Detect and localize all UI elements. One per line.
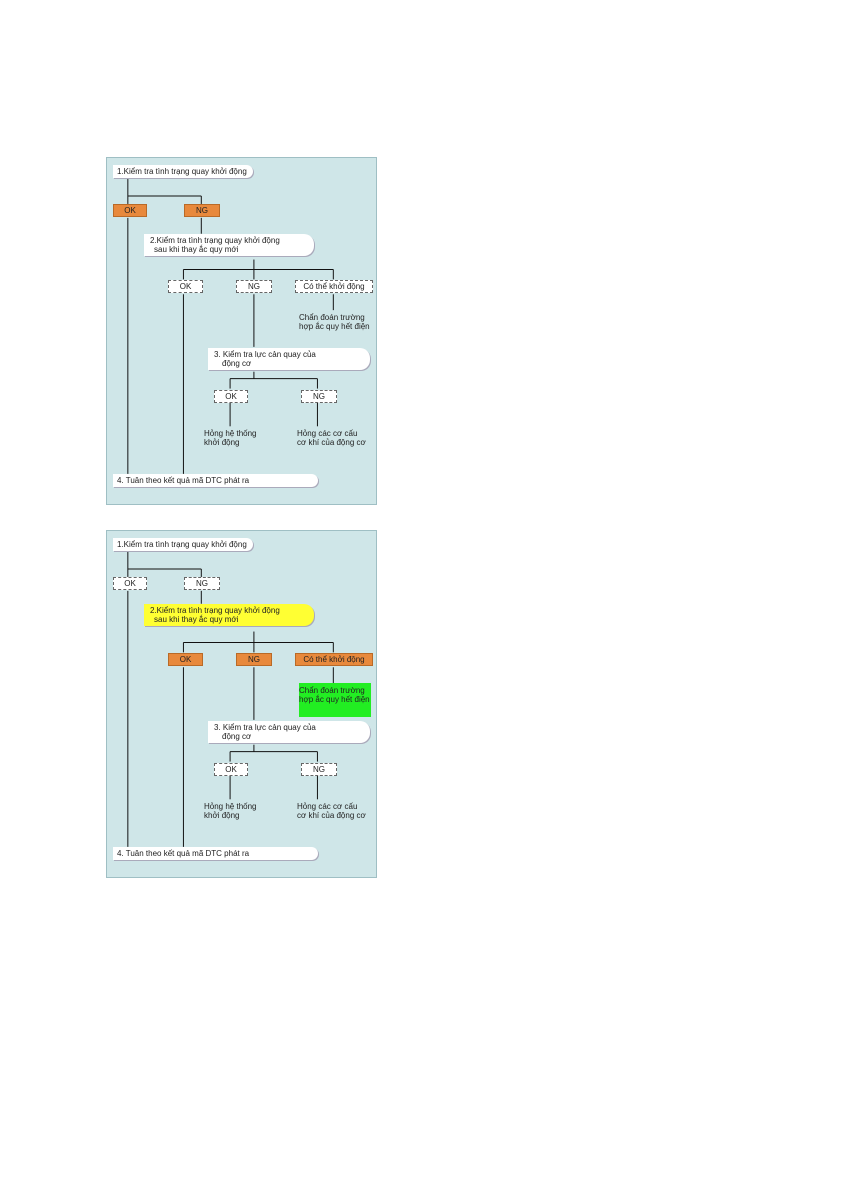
- ng-tag-1: NG: [184, 204, 220, 217]
- ng-tag-3: NG: [301, 763, 337, 776]
- ok-tag-2: OK: [168, 280, 203, 293]
- flowchart-panel-1: 1.Kiểm tra tình trạng quay khởi động OK …: [106, 157, 377, 505]
- ok-tag-3: OK: [214, 763, 248, 776]
- engine-fault-text: Hỏng các cơ cấu cơ khí của động cơ: [297, 802, 366, 820]
- can-start-tag: Có thể khởi động: [295, 653, 373, 666]
- battery-diagnosis-text: Chẩn đoán trường hợp ắc quy hết điện: [299, 313, 370, 331]
- connector-lines: [127, 551, 334, 847]
- ok-tag-3: OK: [214, 390, 248, 403]
- step-2-box: 2.Kiểm tra tình trạng quay khởi động sau…: [144, 234, 314, 256]
- ok-tag-1: OK: [113, 204, 147, 217]
- step-1-box: 1.Kiểm tra tình trạng quay khởi động: [113, 165, 253, 178]
- flowchart-panel-2: 1.Kiểm tra tình trạng quay khởi động OK …: [106, 530, 377, 878]
- ok-tag-2: OK: [168, 653, 203, 666]
- can-start-tag: Có thể khởi động: [295, 280, 373, 293]
- ng-tag-3: NG: [301, 390, 337, 403]
- step-4-box: 4. Tuân theo kết quả mã DTC phát ra: [113, 847, 318, 860]
- starter-fault-text: Hỏng hệ thống khởi động: [204, 802, 257, 820]
- battery-diagnosis-text: Chẩn đoán trường hợp ắc quy hết điện: [299, 683, 371, 717]
- step-3-box: 3. Kiểm tra lực cản quay của động cơ: [208, 348, 370, 370]
- connector-lines: [127, 178, 334, 474]
- step-2-box: 2.Kiểm tra tình trạng quay khởi động sau…: [144, 604, 314, 626]
- starter-fault-text: Hỏng hệ thống khởi động: [204, 429, 257, 447]
- engine-fault-text: Hỏng các cơ cấu cơ khí của động cơ: [297, 429, 366, 447]
- ng-tag-2: NG: [236, 280, 272, 293]
- ng-tag-2: NG: [236, 653, 272, 666]
- step-3-box: 3. Kiểm tra lực cản quay của động cơ: [208, 721, 370, 743]
- ng-tag-1: NG: [184, 577, 220, 590]
- step-1-box: 1.Kiểm tra tình trạng quay khởi động: [113, 538, 253, 551]
- step-4-box: 4. Tuân theo kết quả mã DTC phát ra: [113, 474, 318, 487]
- ok-tag-1: OK: [113, 577, 147, 590]
